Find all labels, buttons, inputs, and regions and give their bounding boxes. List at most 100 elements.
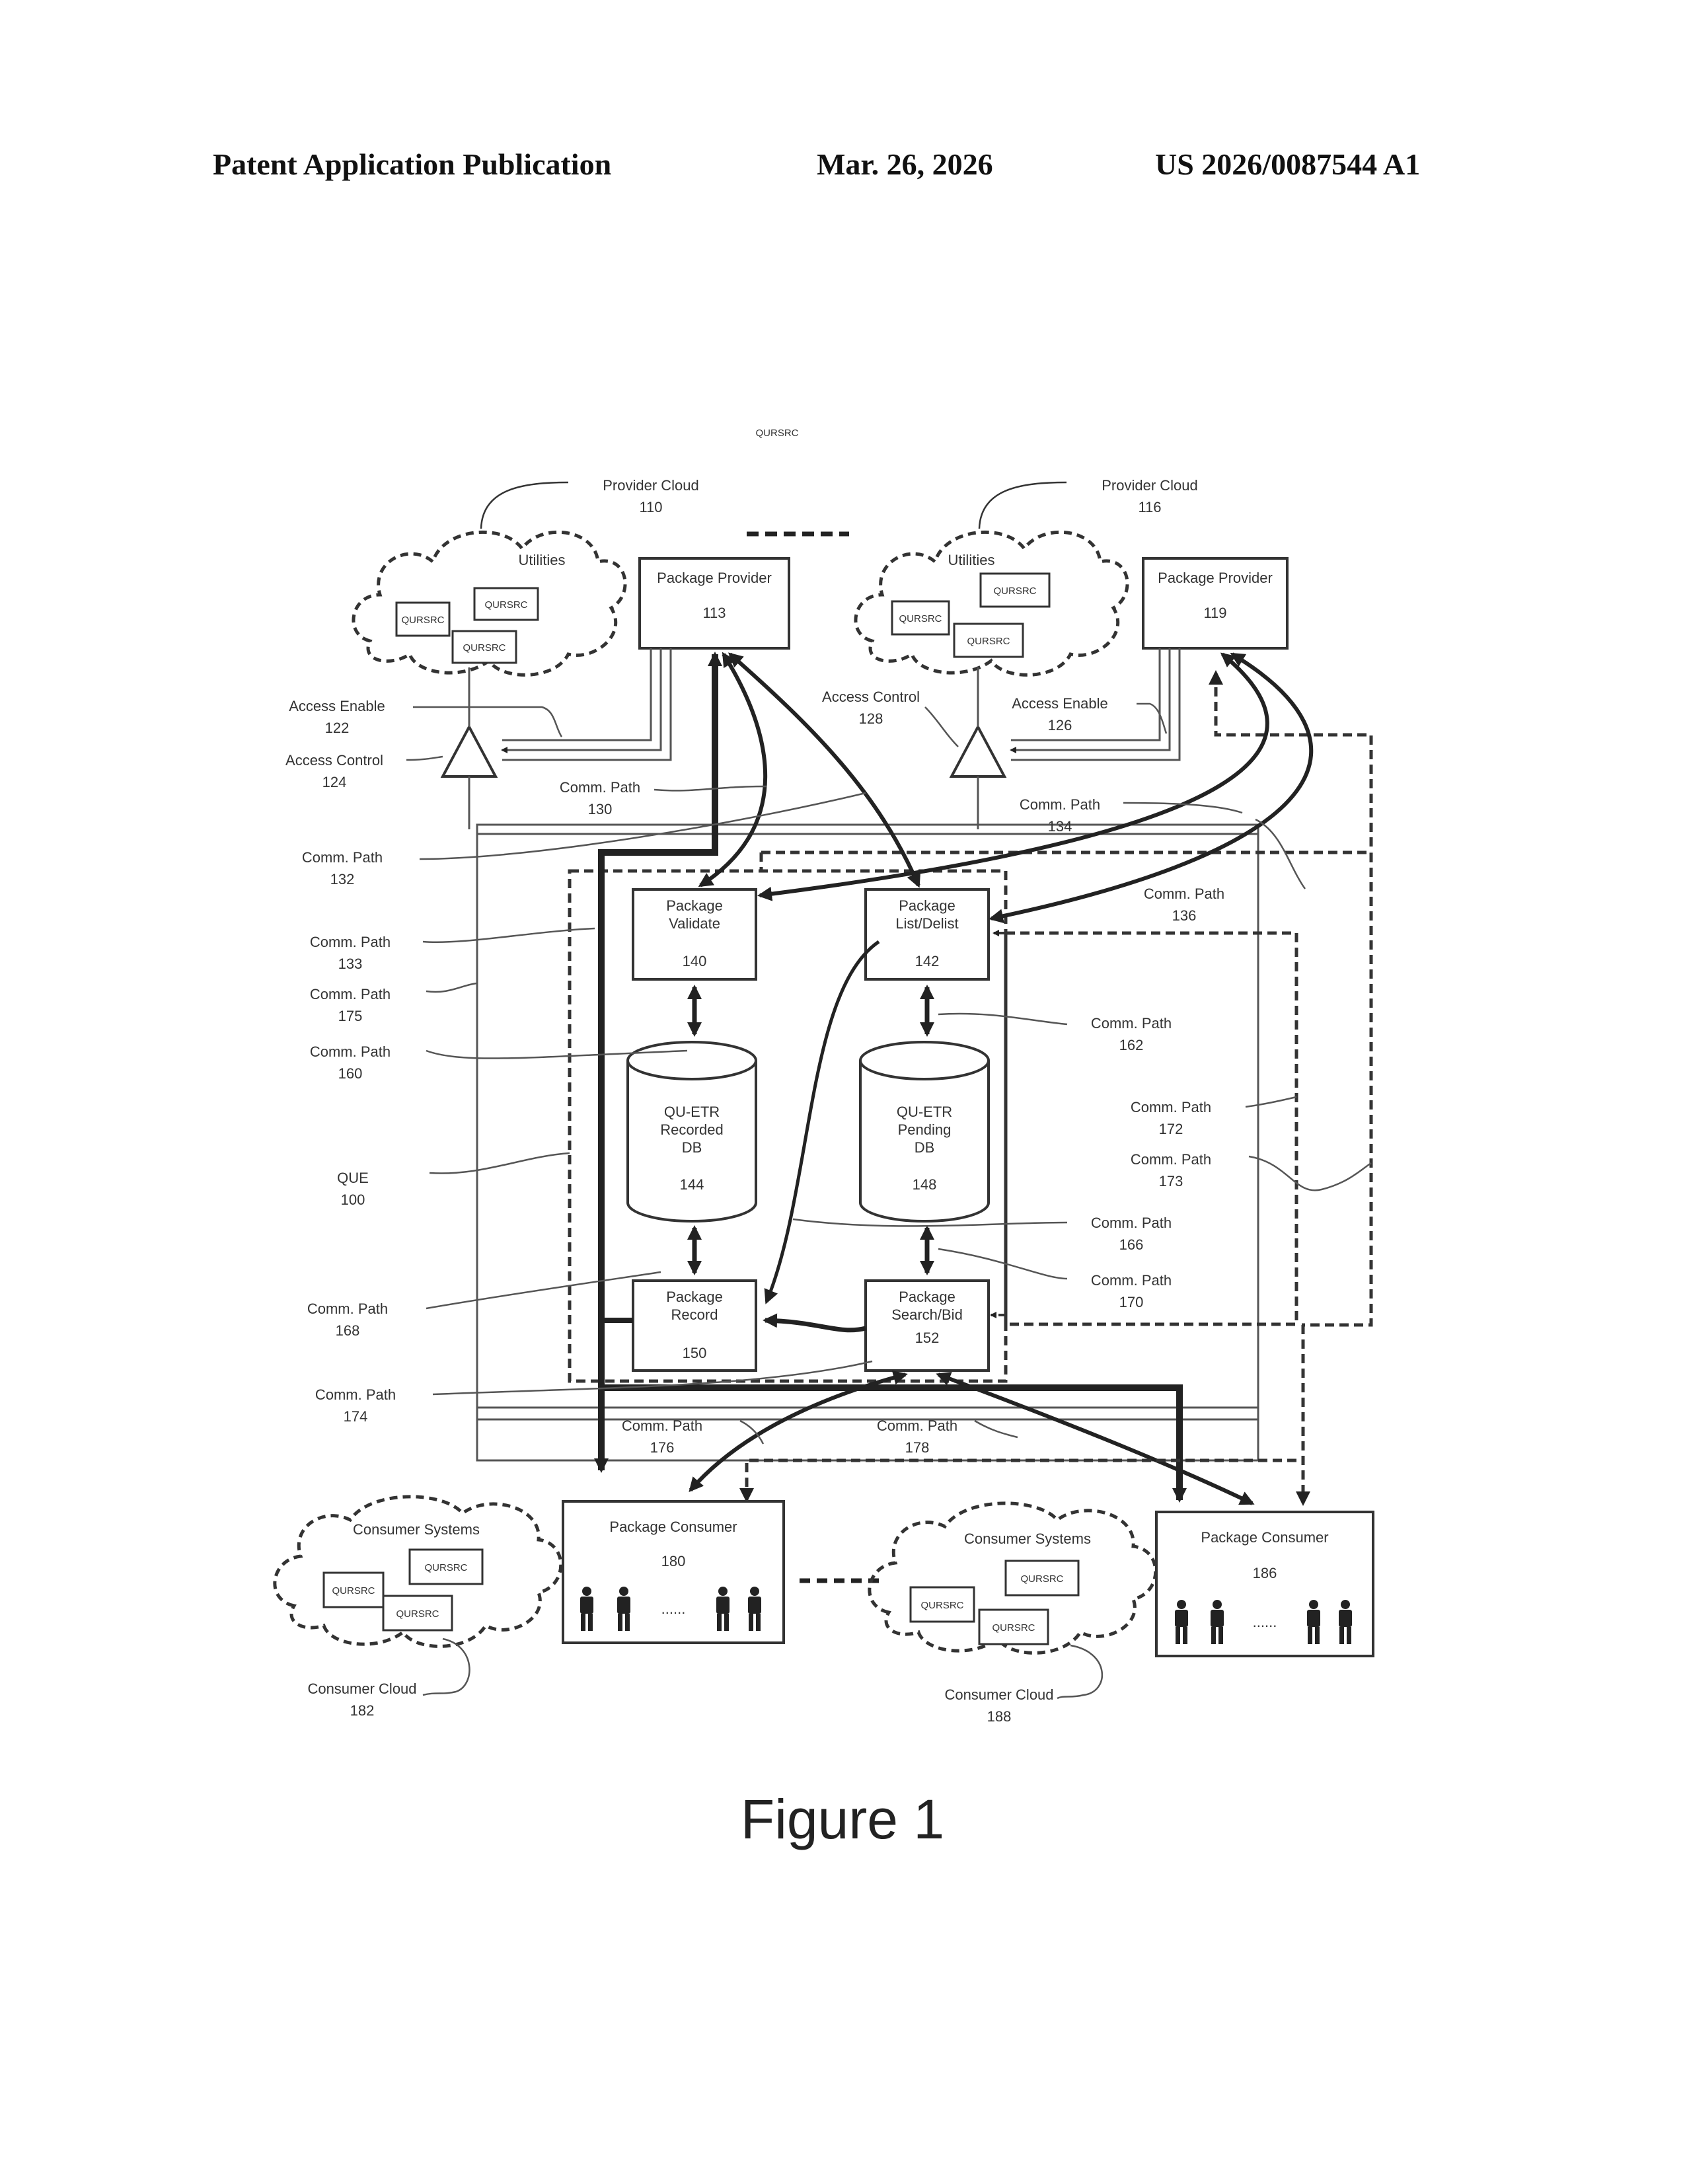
access-control-label-2: Access Control	[822, 689, 920, 705]
access-gate-1	[443, 727, 496, 776]
que-label: QUE	[337, 1170, 369, 1186]
comm-path-label-132: Comm. Path	[302, 849, 383, 866]
resource-label: QURSRC	[484, 599, 527, 611]
access-enable-num-2: 126	[1048, 717, 1072, 734]
pending-db-line2: Pending	[898, 1121, 952, 1138]
comm-path-num-178: 178	[905, 1439, 930, 1456]
comm-path-num-134: 134	[1048, 818, 1072, 835]
list-line2: List/Delist	[895, 915, 958, 932]
resource-label: QURSRC	[401, 615, 444, 626]
top-resource-label: QURSRC	[755, 428, 798, 439]
package-record-150: Package Record 150	[633, 1281, 756, 1371]
pending-db-num: 148	[913, 1176, 937, 1193]
consumer-ellipsis-2: ......	[1253, 1614, 1277, 1630]
consumer-cloud-182: Consumer Systems QURSRC QURSRC QURSRC Co…	[275, 1497, 561, 1719]
consumer-label-1: Package Consumer	[609, 1519, 737, 1535]
comm-path-num-173: 173	[1159, 1173, 1183, 1189]
recorded-db-line2: Recorded	[660, 1121, 723, 1138]
package-search-bid-152: Package Search/Bid 152	[866, 1281, 989, 1371]
list-line1: Package	[899, 897, 955, 914]
consumer-num-2: 186	[1253, 1565, 1277, 1581]
comm-path-label-160: Comm. Path	[310, 1043, 391, 1060]
resource-label: QURSRC	[1020, 1573, 1063, 1585]
access-control-num-1: 124	[322, 774, 347, 790]
comm-path-num-176: 176	[650, 1439, 675, 1456]
comm-path-num-168: 168	[336, 1322, 360, 1339]
package-provider-label-2: Package Provider	[1158, 570, 1273, 586]
comm-path-label-136: Comm. Path	[1144, 885, 1224, 902]
recorded-db-144: QU-ETR Recorded DB 144	[628, 1042, 756, 1221]
comm-path-label-134: Comm. Path	[1020, 796, 1100, 813]
package-consumer-180: Package Consumer 180 ......	[563, 1501, 784, 1643]
consumer-label-2: Package Consumer	[1201, 1529, 1328, 1546]
comm-path-num-132: 132	[330, 871, 355, 887]
consumer-systems-label-1: Consumer Systems	[353, 1521, 480, 1538]
comm-path-label-162: Comm. Path	[1091, 1015, 1172, 1032]
figure-caption: Figure 1	[741, 1788, 944, 1850]
consumer-systems-label-2: Consumer Systems	[964, 1530, 1091, 1547]
comm-path-label-168: Comm. Path	[307, 1300, 388, 1317]
validate-line1: Package	[666, 897, 723, 914]
search-num: 152	[915, 1330, 940, 1346]
record-line1: Package	[666, 1289, 723, 1305]
access-gate-2	[952, 727, 1004, 776]
package-provider-num-1: 113	[702, 605, 726, 621]
comm-path-label-172: Comm. Path	[1131, 1099, 1211, 1115]
consumer-ellipsis-1: ......	[661, 1600, 686, 1617]
left-labels: Access Enable 122 Access Control 124 Com…	[285, 698, 872, 1425]
resource-label: QURSRC	[424, 1562, 467, 1573]
consumer-cloud-label-1: Consumer Cloud	[307, 1680, 416, 1697]
que-num: 100	[341, 1191, 365, 1208]
recorded-db-line1: QU-ETR	[664, 1104, 720, 1120]
comm-path-num-166: 166	[1119, 1236, 1144, 1253]
resource-label: QURSRC	[920, 1600, 963, 1611]
comm-path-num-130: 130	[588, 801, 613, 817]
package-list-delist-142: Package List/Delist 142	[866, 889, 989, 979]
provider-cloud-num-2: 116	[1138, 499, 1161, 515]
comm-path-num-136: 136	[1172, 907, 1197, 924]
provider-cloud-label-1: Provider Cloud	[603, 477, 699, 494]
resource-label: QURSRC	[899, 613, 942, 624]
resource-label: QURSRC	[993, 585, 1036, 597]
utilities-label-2: Utilities	[948, 552, 995, 568]
record-line2: Record	[671, 1306, 718, 1323]
pending-db-line3: DB	[915, 1139, 935, 1156]
access-control-label-1: Access Control	[285, 752, 383, 769]
access-enable-label-1: Access Enable	[289, 698, 385, 714]
comm-path-label-174: Comm. Path	[315, 1386, 396, 1403]
provider-cloud-num-1: 110	[639, 499, 662, 515]
resource-label: QURSRC	[967, 636, 1010, 647]
access-control-num-2: 128	[859, 710, 883, 727]
package-provider-113: Package Provider 113	[640, 558, 789, 648]
search-line2: Search/Bid	[891, 1306, 963, 1323]
comm-path-label-130: Comm. Path	[560, 779, 640, 796]
package-provider-num-2: 119	[1203, 605, 1226, 621]
access-enable-num-1: 122	[325, 720, 350, 736]
comm-path-label-166: Comm. Path	[1091, 1215, 1172, 1231]
consumer-cloud-188: Consumer Systems QURSRC QURSRC QURSRC Co…	[870, 1503, 1156, 1725]
recorded-db-line3: DB	[682, 1139, 702, 1156]
comm-path-num-170: 170	[1119, 1294, 1144, 1310]
comm-path-label-175: Comm. Path	[310, 986, 391, 1002]
comm-path-label-170: Comm. Path	[1091, 1272, 1172, 1289]
provider-cloud-label-2: Provider Cloud	[1102, 477, 1198, 494]
search-bid-loop	[1006, 933, 1296, 1324]
access-enable-label-2: Access Enable	[1012, 695, 1108, 712]
comm-path-num-162: 162	[1119, 1037, 1144, 1053]
comm-path-num-172: 172	[1159, 1121, 1183, 1137]
consumer-cloud-num-1: 182	[350, 1702, 375, 1719]
comm-path-num-160: 160	[338, 1065, 363, 1082]
list-num: 142	[915, 953, 940, 969]
package-validate-140: Package Validate 140	[633, 889, 756, 979]
consumer-cloud-label-2: Consumer Cloud	[944, 1686, 1053, 1703]
package-provider-label-1: Package Provider	[657, 570, 772, 586]
resource-label: QURSRC	[463, 642, 506, 654]
recorded-db-num: 144	[680, 1176, 704, 1193]
consumer-cloud-num-2: 188	[987, 1708, 1012, 1725]
resource-label: QURSRC	[992, 1622, 1035, 1634]
validate-line2: Validate	[669, 915, 720, 932]
comm-path-label-173: Comm. Path	[1131, 1151, 1211, 1168]
consumer-num-1: 180	[661, 1553, 686, 1569]
